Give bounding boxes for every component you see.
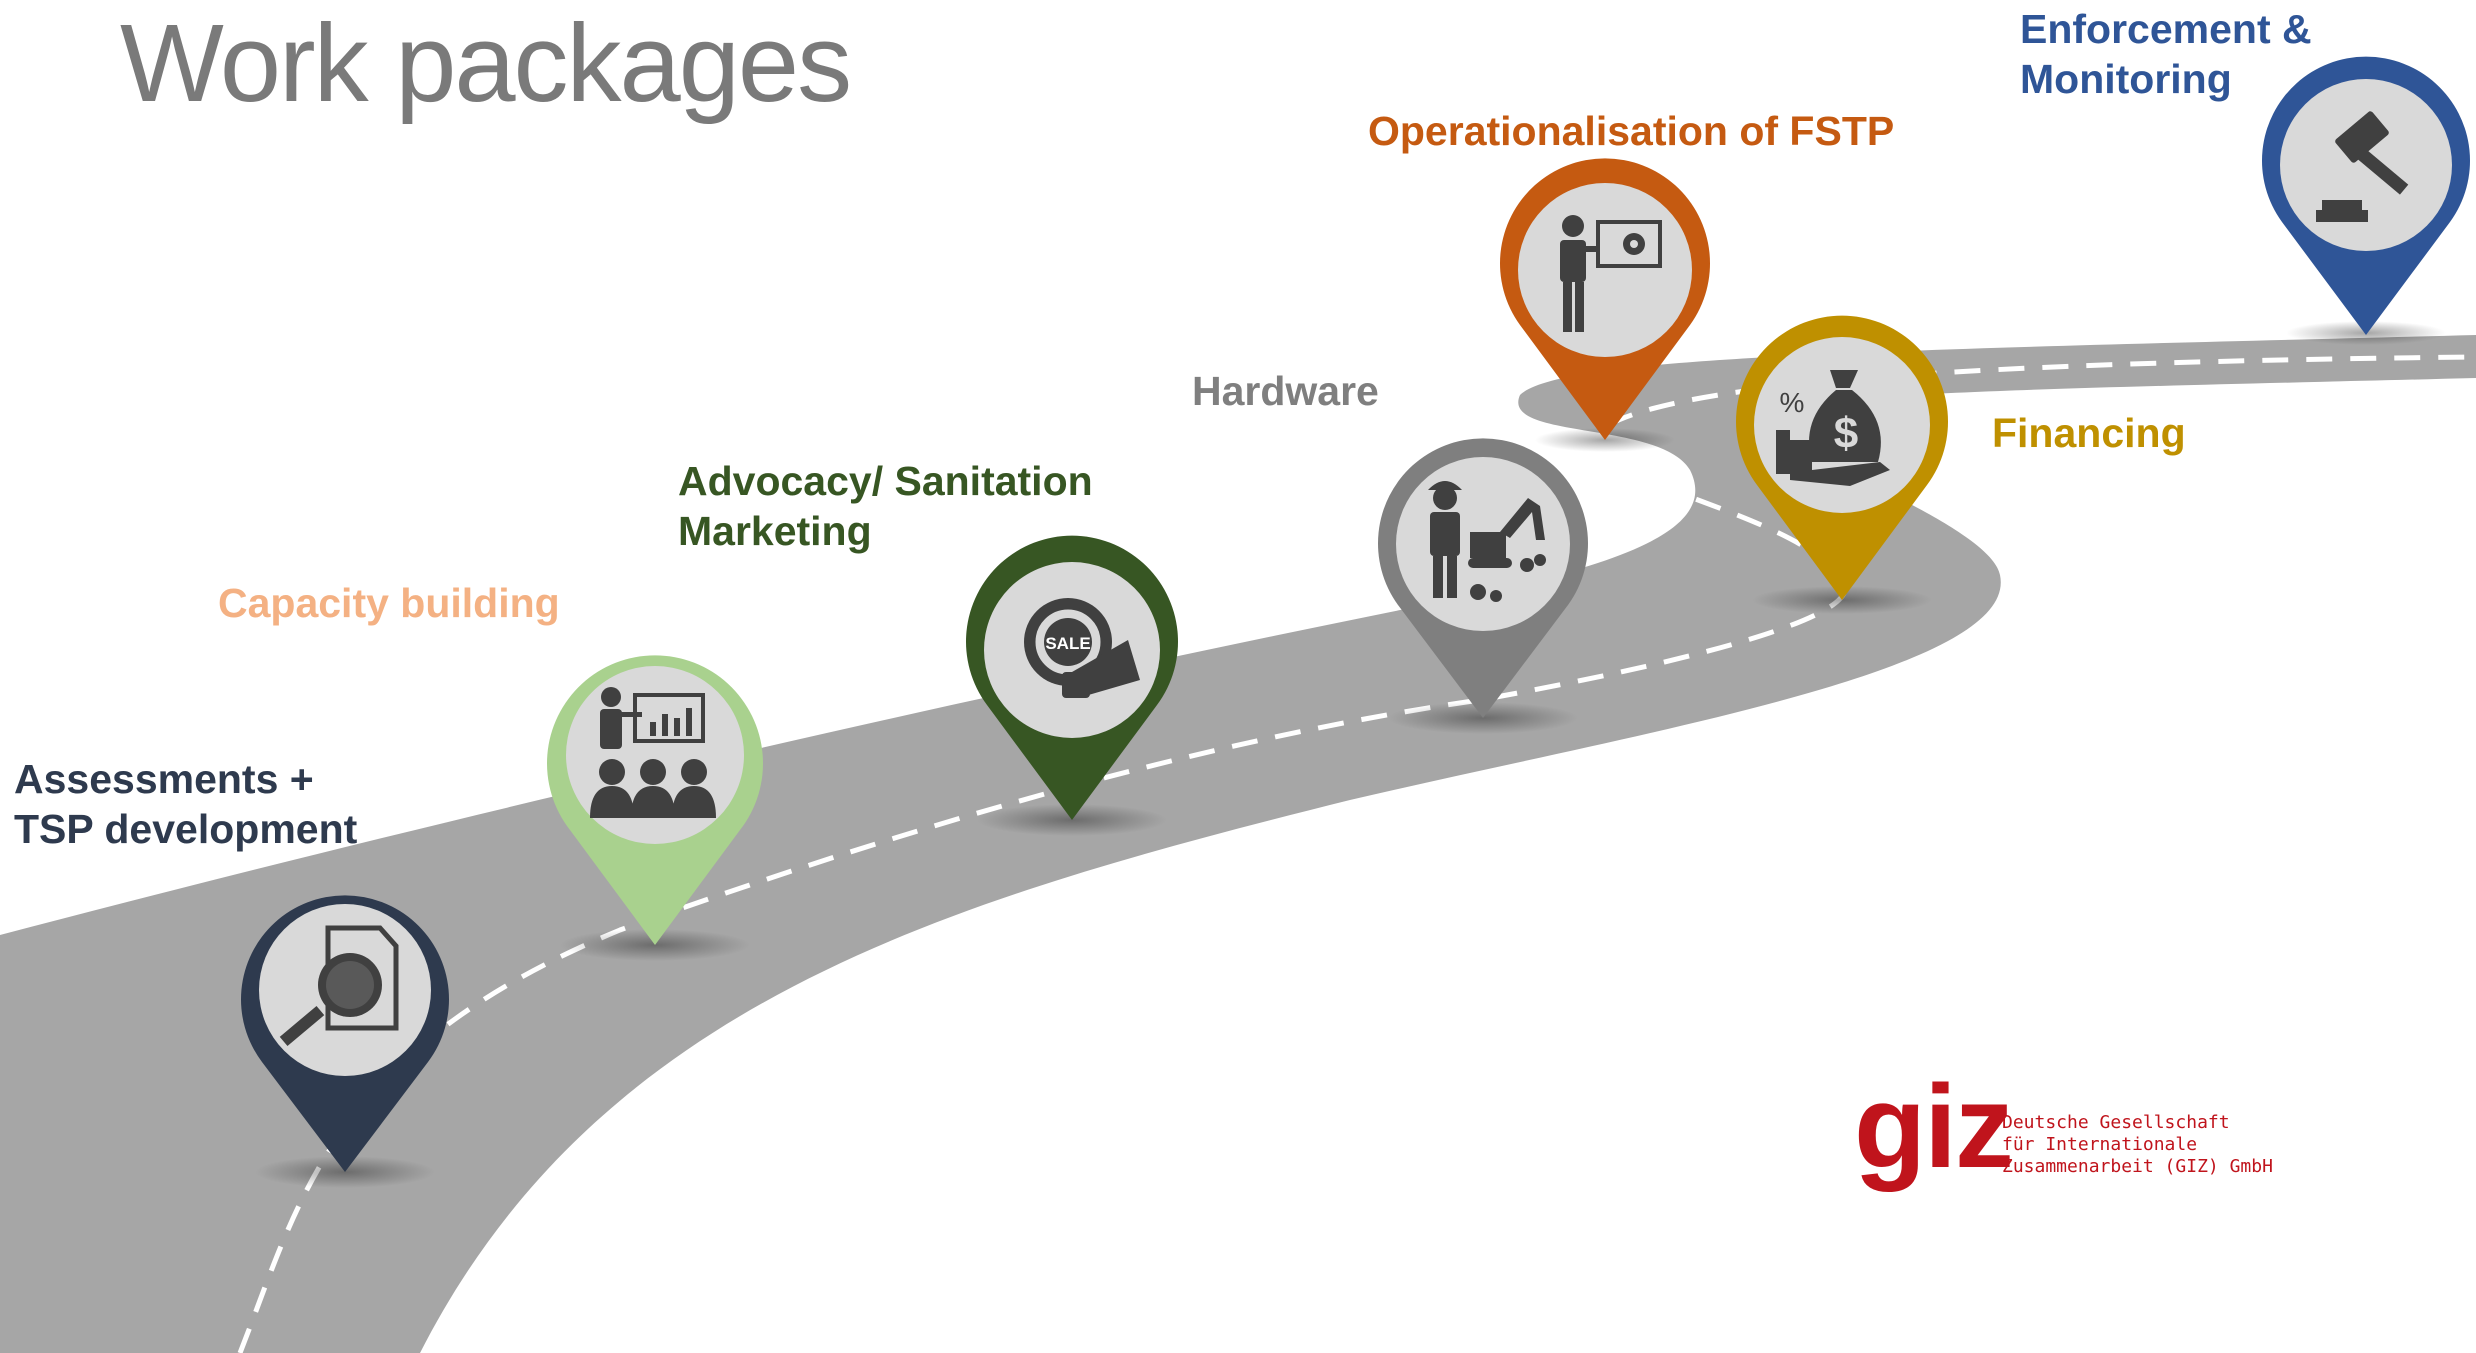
document-magnifier-icon xyxy=(279,925,399,1047)
svg-text:SALE: SALE xyxy=(1045,634,1090,653)
svg-text:$: $ xyxy=(1834,409,1858,458)
giz-logo: giz Deutsche Gesellschaft für Internatio… xyxy=(1854,1048,2273,1256)
gavel-icon xyxy=(2316,111,2409,222)
pin-hardware[interactable] xyxy=(1378,438,1589,718)
label-hardware: Hardware xyxy=(1192,368,1379,414)
giz-logo-text: Deutsche Gesellschaft für Internationale… xyxy=(2002,1112,2273,1177)
label-assessments: Assessments + TSP development xyxy=(14,756,358,852)
pin-advocacy[interactable]: SALE xyxy=(966,535,1179,820)
pin-operationalisation-fstp[interactable] xyxy=(1500,158,1710,440)
label-enforcement-monitoring: Enforcement & Monitoring xyxy=(2020,6,2312,102)
pin-capacity-building[interactable] xyxy=(547,655,763,945)
road-center-line xyxy=(237,354,2476,1353)
label-operationalisation-fstp: Operationalisation of FSTP xyxy=(1368,108,1895,154)
presenter-gear-board-icon xyxy=(1560,215,1662,332)
pin-enforcement-monitoring[interactable] xyxy=(2262,56,2470,336)
pin-assessments[interactable] xyxy=(241,895,449,1172)
sale-megaphone-icon: SALE xyxy=(1024,598,1140,698)
pin-financing[interactable]: $ % xyxy=(1735,315,1948,600)
label-capacity-building: Capacity building xyxy=(218,580,560,626)
svg-text:%: % xyxy=(1780,387,1805,418)
page-title: Work packages xyxy=(120,2,852,125)
money-bag-hand-icon: $ % xyxy=(1776,370,1890,486)
construction-worker-excavator-icon xyxy=(1428,481,1546,602)
presentation-audience-icon xyxy=(590,687,716,818)
label-advocacy: Advocacy/ Sanitation Marketing xyxy=(678,458,1093,554)
label-financing: Financing xyxy=(1992,410,2186,456)
giz-logo-mark: giz xyxy=(1854,1061,2014,1193)
